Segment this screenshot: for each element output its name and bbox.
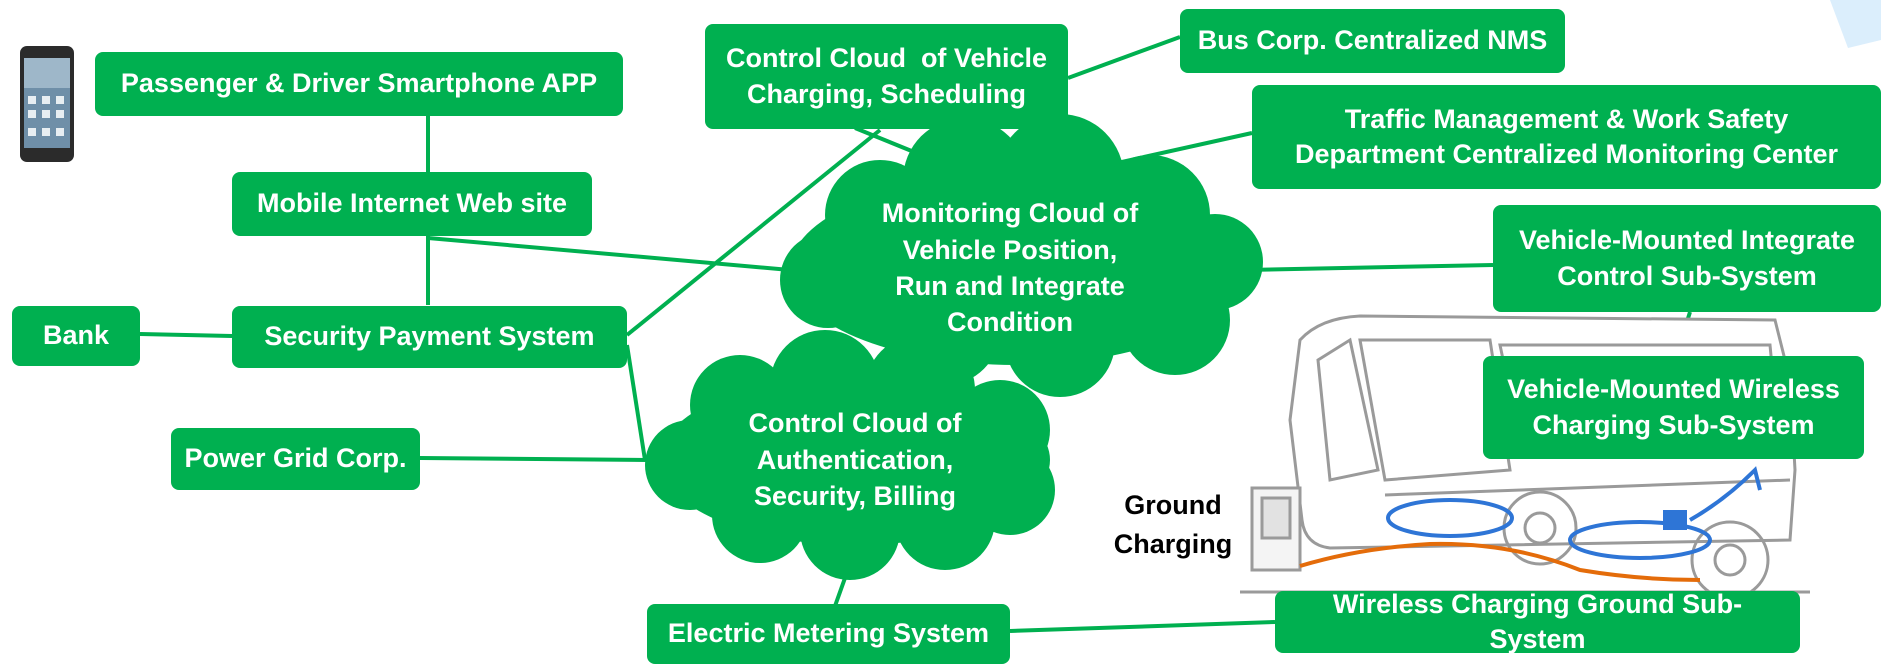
vehicle-integrate-control-node: Vehicle-Mounted Integrate Control Sub-Sy…	[1493, 205, 1881, 312]
bank-label: Bank	[42, 320, 110, 351]
traffic-mgmt-label-2: Department Centralized Monitoring Center	[1294, 139, 1839, 169]
smartphone-icon	[20, 46, 74, 162]
charging-cloud-label-2: Charging, Scheduling	[746, 78, 1026, 109]
monitoring-cloud-shape	[780, 114, 1263, 397]
line-monitoring-integrate	[1244, 263, 1494, 272]
bank-node: Bank	[12, 306, 140, 366]
traffic-monitoring-center-node: Traffic Management & Work Safety Departm…	[1252, 85, 1881, 189]
electric-metering-label: Electric Metering System	[667, 618, 990, 649]
security-payment-label: Security Payment System	[264, 321, 595, 352]
corner-accent-shape	[1830, 0, 1881, 48]
vehicle-coil-front	[1386, 498, 1514, 538]
wireless-ground-label: Wireless Charging Ground Sub-System	[1332, 588, 1743, 654]
line-payment-chargingcloud	[625, 128, 882, 337]
ground-charging-panel	[1260, 496, 1292, 540]
bus-side-line	[1384, 478, 1791, 497]
mobile-web-node: Mobile Internet Web site	[232, 172, 592, 236]
bus-front-hub	[1523, 511, 1557, 545]
bus-rear-hub	[1713, 543, 1747, 577]
security-payment-node: Security Payment System	[232, 306, 627, 368]
authentication-cloud-label: Control Cloud of Authentication, Securit…	[700, 400, 1010, 520]
traffic-mgmt-label-1: Traffic Management & Work Safety	[1344, 103, 1789, 134]
bus-nms-node: Bus Corp. Centralized NMS	[1180, 9, 1565, 73]
monitoring-cloud-line-4: Condition	[947, 307, 1073, 338]
vehicle-wireless-label-2: Charging Sub-System	[1532, 409, 1815, 440]
power-grid-node: Power Grid Corp.	[171, 428, 420, 490]
monitoring-cloud-line-3: Run and Integrate	[895, 271, 1125, 301]
passenger-app-label: Passenger & Driver Smartphone APP	[120, 68, 598, 99]
mobile-web-label: Mobile Internet Web site	[256, 188, 568, 219]
authentication-cloud-shape	[645, 330, 1055, 580]
charging-cloud-label-1: Control Cloud of Vehicle	[725, 43, 1047, 74]
vehicle-wireless-charging-node: Vehicle-Mounted Wireless Charging Sub-Sy…	[1483, 356, 1864, 459]
vehicle-charging-cable	[1689, 466, 1762, 522]
auth-cloud-line-1: Control Cloud of	[748, 408, 962, 439]
line-web-monitoring	[427, 236, 791, 272]
charging-coils	[1299, 466, 1762, 582]
line-chargingcloud-nms	[1067, 35, 1181, 80]
phone-screen-glow	[24, 58, 70, 88]
line-powergrid-authcloud	[419, 456, 649, 462]
wireless-ground-subsystem-node: Wireless Charging Ground Sub-System	[1275, 589, 1800, 654]
vehicle-coil-rear	[1568, 520, 1712, 560]
passenger-app-node: Passenger & Driver Smartphone APP	[95, 52, 623, 116]
vehicle-integrate-label-1: Vehicle-Mounted Integrate	[1518, 225, 1856, 256]
bus-windshield	[1316, 337, 1380, 482]
electric-metering-node: Electric Metering System	[647, 604, 1010, 664]
bus-door	[1358, 338, 1512, 482]
monitoring-cloud-line-1: Monitoring Cloud of	[881, 198, 1139, 229]
auth-cloud-line-3: Security, Billing	[753, 481, 957, 512]
line-payment-authcloud	[625, 344, 647, 461]
monitoring-cloud-line-2: Vehicle Position,	[902, 234, 1118, 265]
ground-charging-cable	[1299, 541, 1701, 582]
line-metering-ground	[1009, 620, 1276, 633]
ground-charging-label: Ground Charging	[1108, 486, 1238, 564]
charging-scheduling-cloud-node: Control Cloud of Vehicle Charging, Sched…	[705, 24, 1068, 129]
power-grid-label: Power Grid Corp.	[184, 443, 407, 474]
phone-app-icons	[28, 96, 64, 136]
bus-body	[1288, 314, 1797, 550]
line-bank-payment	[139, 332, 233, 338]
bus-nms-label: Bus Corp. Centralized NMS	[1197, 25, 1548, 56]
vehicle-wireless-label-1: Vehicle-Mounted Wireless	[1507, 374, 1840, 405]
vehicle-battery-module	[1663, 510, 1687, 530]
ground-charging-line-1: Ground	[1124, 490, 1222, 520]
vehicle-integrate-label-2: Control Sub-System	[1557, 260, 1817, 291]
monitoring-cloud-label: Monitoring Cloud of Vehicle Position, Ru…	[840, 188, 1180, 348]
ground-charging-line-2: Charging	[1113, 529, 1233, 560]
auth-cloud-line-2: Authentication,	[756, 444, 954, 475]
